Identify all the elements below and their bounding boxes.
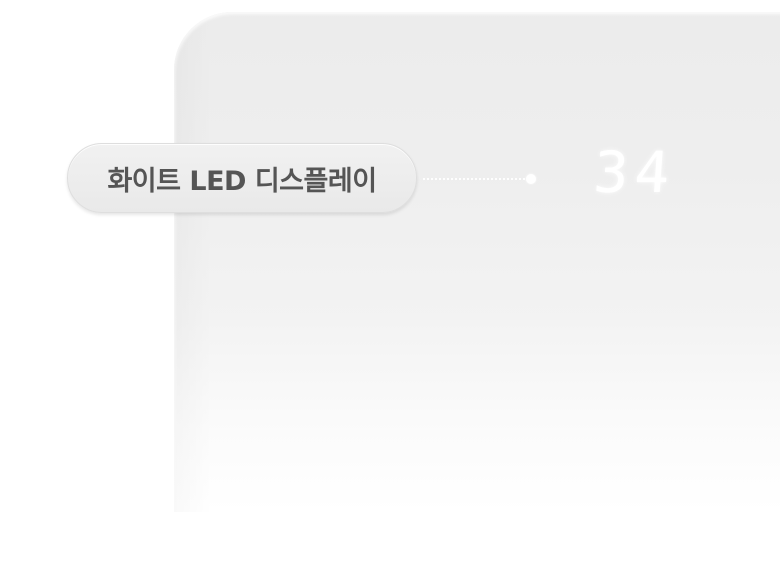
callout-leader-line — [423, 178, 529, 180]
feature-callout: 화이트 LED 디스플레이 — [67, 143, 417, 213]
callout-leader-dot — [526, 174, 536, 184]
device-body — [174, 12, 780, 512]
feature-callout-label: 화이트 LED 디스플레이 — [107, 165, 377, 197]
led-display-readout: 34 — [591, 139, 678, 206]
